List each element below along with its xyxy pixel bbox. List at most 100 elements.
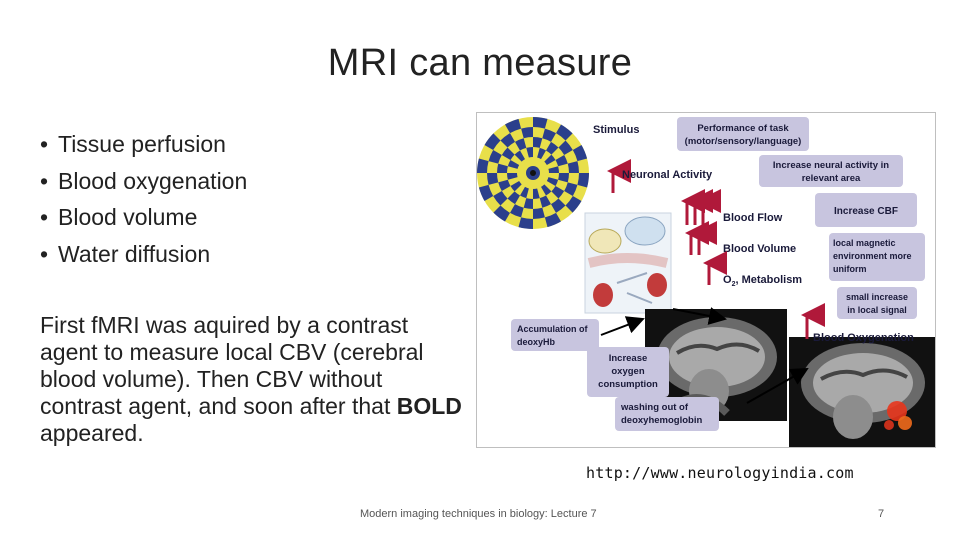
checker-segment bbox=[515, 138, 527, 151]
checker-segment bbox=[541, 184, 552, 196]
checker-segment bbox=[505, 118, 522, 134]
checker-segment bbox=[501, 147, 515, 160]
checker-segment bbox=[523, 198, 533, 209]
checker-segment bbox=[497, 163, 508, 173]
checker-segment bbox=[558, 140, 573, 155]
checker-segment bbox=[539, 195, 551, 208]
bullet-text: Tissue perfusion bbox=[58, 131, 226, 157]
checker-segment bbox=[551, 198, 566, 213]
checker-segment bbox=[493, 205, 510, 222]
checker-segment bbox=[510, 181, 522, 192]
increase-label: Increase bbox=[609, 353, 648, 364]
checker-segment bbox=[544, 154, 556, 165]
bullet-marker: • bbox=[40, 131, 49, 157]
checker-segment bbox=[526, 147, 533, 158]
blood-flow-arrows-icon bbox=[681, 189, 721, 225]
checker-segment bbox=[477, 158, 489, 173]
checker-segment bbox=[572, 145, 588, 162]
washing-out-label: washing out of bbox=[620, 402, 689, 413]
checker-segment bbox=[500, 133, 515, 148]
checker-segment bbox=[507, 160, 520, 169]
checker-segment bbox=[493, 191, 508, 206]
bullet-item: • Blood oxygenation bbox=[40, 163, 247, 200]
bullet-list: • Tissue perfusion • Blood oxygenation •Bl… bbox=[40, 126, 247, 272]
checker-segment bbox=[546, 141, 559, 155]
label-box bbox=[759, 155, 903, 187]
label-box bbox=[615, 397, 719, 431]
blood-volume-arrows-icon bbox=[685, 221, 717, 255]
neuronal-activity-label: Neuronal Activity bbox=[622, 169, 713, 181]
slide-title: MRI can measure bbox=[327, 42, 633, 84]
small-increase-label: small increase bbox=[846, 292, 908, 302]
page-number: 7 bbox=[878, 508, 885, 520]
bullet-marker: • bbox=[40, 167, 49, 194]
bold-mechanism-figure: Stimulus Performance of task (motor/sens… bbox=[476, 112, 936, 448]
checker-segment bbox=[488, 150, 502, 164]
checkerboard-stimulus-icon bbox=[477, 117, 589, 229]
o2-metabolism-label: O2, Metabolism bbox=[723, 274, 802, 288]
history-paragraph: First fMRI was aquired by a contrast age… bbox=[40, 312, 470, 447]
blood-flow-label: Blood Flow bbox=[723, 212, 783, 224]
label-box bbox=[677, 117, 809, 151]
checker-segment bbox=[518, 217, 533, 229]
bullet-item: •Blood volume bbox=[40, 199, 247, 236]
local-magnetic-label: local magnetic bbox=[833, 238, 896, 248]
checker-segment bbox=[507, 191, 520, 205]
bullet-marker: • bbox=[40, 204, 49, 230]
source-url: http://www.neurologyindia.com bbox=[586, 464, 854, 482]
stimulus-label: Stimulus bbox=[593, 124, 639, 136]
consumption-label: consumption bbox=[598, 379, 658, 390]
checker-segment bbox=[487, 173, 499, 185]
checker-segment bbox=[548, 166, 559, 173]
slide-footer: Modern imaging techniques in biology: Le… bbox=[360, 508, 597, 520]
accumulation-label: Accumulation of bbox=[517, 324, 589, 334]
label-box bbox=[587, 347, 669, 397]
bold-term: BOLD bbox=[396, 393, 462, 419]
mri-brain-image-2 bbox=[789, 337, 935, 447]
checker-segment bbox=[510, 204, 524, 218]
figure-drawing: Stimulus Performance of task (motor/sens… bbox=[477, 117, 935, 447]
label-box bbox=[511, 319, 599, 351]
checker-segment bbox=[498, 179, 511, 191]
deoxyhemoglobin-label: deoxyhemoglobin bbox=[621, 415, 702, 426]
checker-segment bbox=[537, 147, 546, 160]
checker-segment bbox=[555, 155, 568, 167]
paragraph-text: First fMRI was aquired by a contrast age… bbox=[40, 312, 424, 419]
bullet-item: • Tissue perfusion bbox=[40, 126, 247, 163]
performance-sub-label: (motor/sensory/language) bbox=[685, 136, 802, 147]
washing-out-arrow-icon bbox=[746, 368, 809, 404]
checker-segment bbox=[478, 184, 494, 201]
checker-segment bbox=[558, 173, 569, 183]
checker-segment bbox=[533, 188, 540, 199]
checker-segment bbox=[564, 182, 578, 196]
paragraph-end: appeared. bbox=[40, 420, 144, 446]
bullet-text: Blood oxygenation bbox=[58, 167, 248, 194]
checker-segment bbox=[514, 150, 525, 162]
blood-oxygenation-label: Blood Oxygenation bbox=[813, 332, 914, 344]
checker-segment bbox=[577, 173, 589, 188]
checker-segment bbox=[533, 137, 543, 148]
performance-of-task-label: Performance of task bbox=[697, 123, 789, 134]
checker-segment bbox=[546, 177, 559, 186]
checker-segment bbox=[567, 161, 579, 173]
label-box bbox=[837, 287, 917, 319]
bullet-marker: • bbox=[40, 240, 49, 267]
checker-segment bbox=[533, 117, 548, 129]
increase-cbf-label: Increase CBF bbox=[834, 206, 898, 217]
checker-segment bbox=[507, 173, 518, 180]
bullet-text: Water diffusion bbox=[58, 240, 211, 267]
label-box bbox=[815, 193, 917, 227]
bullet-item: • Water diffusion bbox=[40, 236, 247, 273]
neuron-vessel-illustration bbox=[584, 212, 672, 314]
illustration-arrow-icon bbox=[672, 307, 727, 325]
checker-segment bbox=[484, 133, 501, 150]
environment-more-label: environment more bbox=[833, 251, 912, 261]
label-box bbox=[829, 233, 925, 281]
activation-blob-icon bbox=[884, 401, 912, 430]
checker-segment bbox=[565, 196, 582, 213]
oxygen-label: oxygen bbox=[611, 366, 644, 377]
checker-segment bbox=[544, 212, 561, 228]
checker-segment bbox=[521, 127, 533, 139]
uniform-label: uniform bbox=[833, 264, 867, 274]
deoxyhb-label: deoxyHb bbox=[517, 337, 556, 347]
